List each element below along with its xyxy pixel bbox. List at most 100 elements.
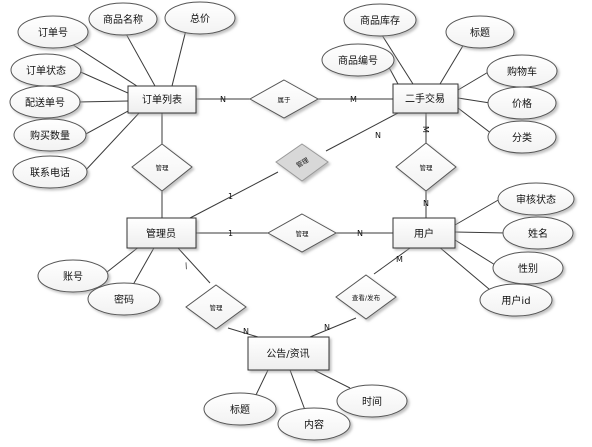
attr-notice-title: 标题: [230, 404, 250, 416]
connector-lines: [52, 29, 507, 411]
attr-review-status: 审核状态: [516, 193, 556, 206]
attr-total-price-ellipse: [164, 1, 236, 35]
line-content: [289, 369, 306, 411]
attr-delivery-no: 配送单号: [25, 96, 65, 109]
line-time: [313, 369, 351, 389]
entity-notice: 公告/资讯: [266, 347, 309, 360]
rel-view-post-diamond: [335, 274, 397, 320]
attr-content: 内容: [304, 418, 324, 431]
attr-category: 分类: [512, 131, 532, 144]
rel-manage-order-diamond: [131, 143, 193, 192]
entity-notice-box: [247, 336, 330, 371]
attr-notice-title-ellipse: [203, 392, 277, 426]
line-view-notice: [309, 317, 357, 338]
card-belongs-secondhand: M: [350, 95, 357, 104]
rel-manage-user: 管理: [296, 229, 310, 238]
attr-contact-phone-ellipse: [12, 155, 88, 189]
line-admin-manage-secondhand-b: [325, 112, 399, 152]
card-admin-notice: /: [183, 261, 189, 270]
card-order-belongs: N: [220, 95, 226, 104]
attr-name: 姓名: [528, 227, 548, 240]
line-user-view: [373, 247, 411, 275]
relationships: [131, 79, 457, 330]
attr-product-name: 商品名称: [103, 13, 143, 26]
card-admin-one-diag: 1: [228, 192, 233, 201]
entity-secondhand: 二手交易: [405, 92, 445, 105]
card-notice-right: N: [324, 323, 330, 332]
entity-user: 用户: [414, 227, 434, 240]
attr-password: 密码: [114, 293, 134, 306]
card-secondhand-bottom: N: [423, 199, 429, 208]
line-gender: [454, 239, 501, 269]
attr-buy-qty-ellipse: [13, 118, 87, 152]
line-admin-manage-notice: [177, 247, 211, 284]
attr-password-ellipse: [87, 282, 161, 316]
attr-account-ellipse: [37, 259, 109, 293]
attr-stock-ellipse: [343, 3, 417, 37]
rel-manage-notice: 管理: [210, 303, 224, 312]
attr-title: 标题: [470, 27, 490, 39]
attr-order-no-ellipse: [17, 15, 89, 49]
attr-review-status-ellipse: [497, 182, 575, 216]
card-secondhand-top: M: [421, 126, 430, 133]
entity-order-list-box: [127, 85, 197, 114]
attr-content-ellipse: [277, 407, 351, 441]
attr-gender: 性别: [518, 262, 538, 275]
attr-account: 账号: [63, 271, 83, 283]
rel-belongs-diamond: [248, 79, 320, 119]
attr-name-ellipse: [502, 216, 574, 250]
card-admin-one: 1: [228, 229, 233, 238]
rel-belongs: 属于: [278, 96, 292, 104]
line-stock: [379, 31, 414, 85]
rel-secondhand-manage-diamond: [395, 142, 457, 192]
line-price: [457, 97, 491, 104]
entity-user-box: [392, 217, 456, 249]
attr-price-ellipse: [487, 86, 557, 120]
attr-stock: 商品库存: [360, 14, 400, 27]
relationship-labels: 属于 管理 管理 管理 管理 管理 查看/发布: [156, 96, 434, 312]
attr-user-id-ellipse: [479, 283, 553, 317]
line-order-status: [75, 69, 129, 94]
attr-price: 价格: [512, 97, 532, 110]
entity-admin-box: [126, 217, 197, 249]
attr-time: 时间: [362, 395, 382, 408]
card-user-n: N: [357, 229, 363, 238]
card-user-m: M: [396, 255, 403, 264]
line-account: [101, 245, 141, 277]
attr-time-ellipse: [336, 384, 408, 418]
attr-gender-ellipse: [492, 251, 564, 285]
entities: [126, 83, 459, 371]
attr-title-ellipse: [445, 15, 515, 49]
attr-category-ellipse: [487, 120, 557, 154]
rel-manage-user-diamond: [266, 213, 338, 253]
rel-manage-order: 管理: [156, 163, 170, 172]
rel-manage-notice-diamond: [185, 284, 247, 330]
line-admin-manage-secondhand-a: [189, 171, 279, 219]
attr-total-price: 总价: [190, 12, 210, 25]
card-secondhand-n: N: [375, 131, 381, 140]
entity-order-list: 订单列表: [142, 93, 182, 106]
attr-product-name-ellipse: [88, 2, 158, 36]
line-total-price: [171, 29, 187, 87]
attr-buy-qty: 购买数量: [30, 129, 70, 142]
entity-labels: 订单列表 二手交易 管理员 用户 公告/资讯: [142, 92, 445, 360]
rel-view-post: 查看/发布: [352, 293, 381, 302]
line-name: [454, 231, 507, 234]
attr-order-status: 订单状态: [26, 64, 66, 77]
attr-delivery-no-ellipse: [9, 85, 81, 119]
line-manage-notice: [227, 327, 259, 338]
cardinality-labels: N M M N N 1 1 N / N N M: [183, 95, 430, 336]
line-buy-qty: [83, 109, 131, 136]
line-notice-title: [254, 369, 269, 398]
line-product-name: [124, 31, 156, 87]
attr-product-code: 商品编号: [338, 54, 378, 67]
attributes: [9, 1, 575, 441]
attr-user-id: 用户id: [501, 294, 530, 307]
attr-cart: 购物车: [507, 65, 537, 78]
attr-contact-phone: 联系电话: [30, 166, 70, 179]
entity-secondhand-box: [392, 83, 459, 114]
rel-manage-secondhand-diamond: [275, 143, 329, 182]
line-contact-phone: [83, 111, 141, 173]
attr-product-code-ellipse: [321, 43, 395, 77]
